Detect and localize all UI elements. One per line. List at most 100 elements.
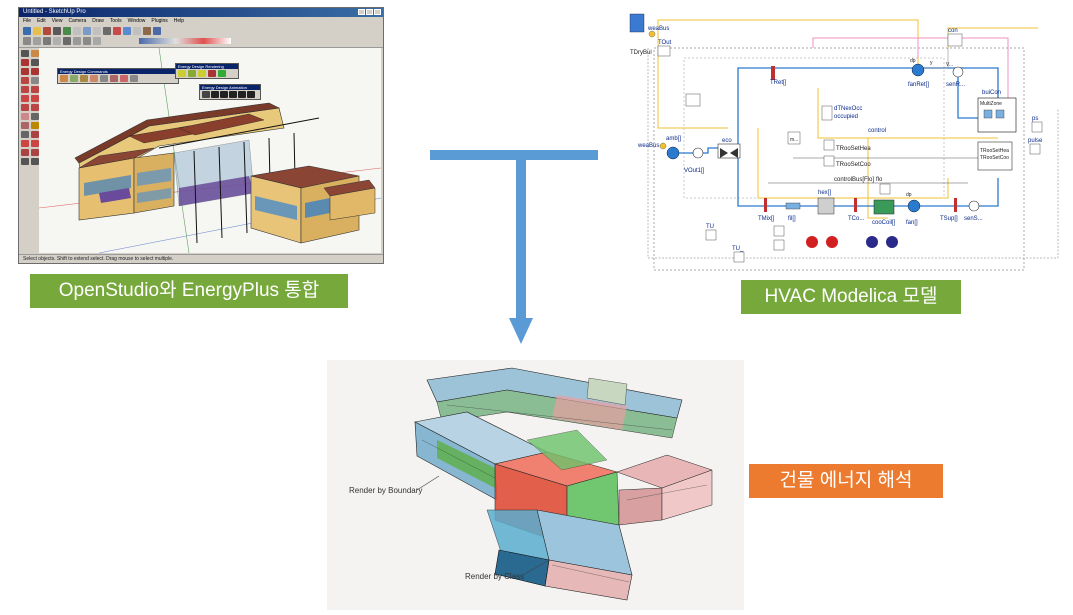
tool-icon [31,50,39,57]
tool-icon [31,131,39,138]
toolbar-row-2 [23,37,101,45]
label-senret: senR... [946,82,965,88]
palette-icons [176,69,238,78]
tool-icon [113,27,121,35]
label-tmix: TMix[] [758,216,775,222]
tool-icon [123,27,131,35]
tool-icon [83,37,91,45]
label-controlbus: controlBus[Flo] [834,177,874,183]
label-building-energy-analysis: 건물 에너지 해석 [749,464,943,498]
palette-icons [58,74,178,83]
fan-supply [907,199,921,213]
tool-icon [21,59,29,66]
label-coocoil: cooCoil[] [872,220,896,226]
label-amb: amb[] [666,136,681,142]
label-dtnexocc: dTNexOcc [834,106,862,112]
tool-icon [133,27,141,35]
tool-icon [21,104,29,111]
tool-icon [31,140,39,147]
label-sensup: senS... [964,216,983,222]
tool-icon [73,27,81,35]
label-dp-bottom: dp [906,192,912,198]
tool-icon [93,37,101,45]
shadow-slider [139,38,231,44]
fan-return [911,63,925,77]
fast-forward-icon [247,91,255,98]
tool-icon [21,50,29,57]
connector-horizontal-bar [430,150,598,160]
tool-icon [63,27,71,35]
label-ps: ps [1032,116,1038,122]
label-flo: flo [876,177,883,183]
tool-icon [130,75,138,82]
energy-analysis-render: Render by Boundary Render by Class [327,360,744,610]
label-troosetcoo: TRooSetCoo [836,162,871,168]
tool-icon [43,27,51,35]
down-arrow-icon [509,318,533,344]
palette-title: Energy Design Commands [58,69,178,74]
label-dp-top: dp [910,58,916,64]
tool-icon [21,131,29,138]
tool-icon [120,75,128,82]
palette-icons [200,90,260,99]
tool-icon [23,27,31,35]
menu-camera: Camera [68,18,87,24]
tool-icon [218,70,226,77]
menu-plugins: Plugins [151,18,168,24]
tool-icon [53,37,61,45]
tool-icon [21,140,29,147]
sketchup-screenshot: Untitled - SketchUp Pro File Edit View C… [18,7,384,264]
tool-icon [70,75,78,82]
tool-icon [103,27,111,35]
step-back-icon [220,91,228,98]
palette-energy-design-rendering: Energy Design Rendering [175,63,239,79]
sketchup-viewport: Energy Design Commands Energy Design Ren… [39,48,381,253]
menu-window: Window [127,18,146,24]
tool-icon [33,37,41,45]
label-con: con [948,28,958,34]
label-eco: eco [722,138,732,144]
palette-energy-design-commands: Energy Design Commands [57,68,179,84]
tool-icon [31,158,39,165]
tool-icon [198,70,206,77]
label-troosethea-right: TRooSetHea [980,148,1009,154]
label-troosetcoo-right: TRooSetCoo [980,155,1009,161]
menu-help: Help [173,18,185,24]
label-fanret: fanRet[] [908,82,929,88]
menu-view: View [51,18,63,24]
label-render-by-class: Render by Class [465,572,524,581]
tool-icon [31,95,39,102]
sketchup-toolbar [19,25,383,48]
label-fil: fil[] [788,216,796,222]
rewind-icon [211,91,219,98]
sketchup-window-title: Untitled - SketchUp Pro [23,9,86,15]
tool-icon [143,27,151,35]
menu-file: File [23,18,32,24]
label-vout: VOut1[] [684,168,705,174]
label-tret: TRet[] [770,80,787,86]
heat-source-1 [806,236,818,248]
label-hvac-modelica: HVAC Modelica 모델 [741,280,961,314]
menu-tools: Tools [109,18,122,24]
building-energy-render: Render by Boundary Render by Class [349,367,713,601]
tool-icon [93,27,101,35]
label-tsup: TSup[] [940,216,958,222]
palette-energy-design-animation: Energy Design Animation [199,84,261,100]
label-m: m... [790,137,798,143]
tool-icon [100,75,108,82]
ambient-source [666,146,680,160]
tool-icon [21,95,29,102]
tool-icon [63,37,71,45]
minimize-icon [358,9,365,15]
palette-title: Energy Design Animation [200,85,260,90]
modelica-hvac-diagram: weaBus TDryBul TOut TRet[] dp y fanRet[]… [618,8,1066,276]
sketchup-status-bar: Select objects. Shift to extend select. … [19,254,383,263]
label-openstudio-energyplus: OpenStudio와 EnergyPlus 통합 [30,274,348,308]
tool-icon [208,70,216,77]
label-tu: TU [706,224,714,230]
connector-vertical-bar [516,150,526,320]
label-tco: TCo... [848,216,865,222]
tool-icon [21,68,29,75]
step-forward-icon [238,91,246,98]
tool-icon [21,122,29,129]
